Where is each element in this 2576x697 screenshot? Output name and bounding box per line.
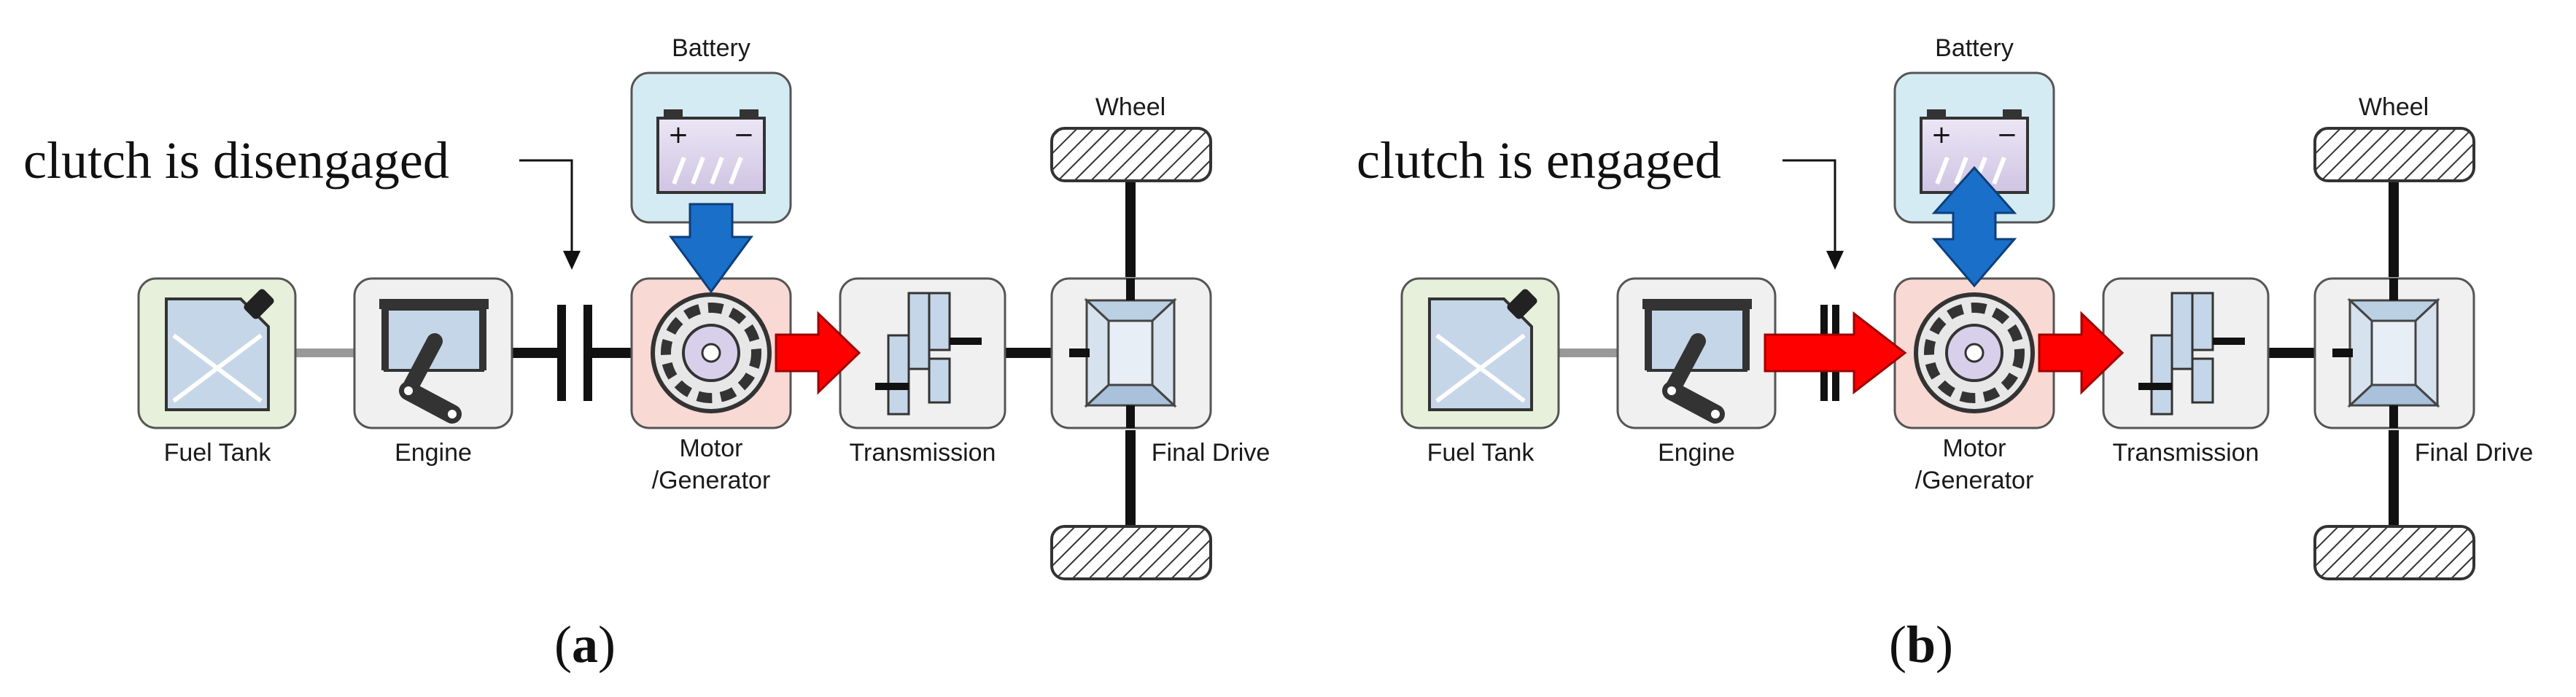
engine: Engine: [1616, 277, 1777, 467]
motor-label-line1: Motor: [680, 435, 743, 462]
transmission: Transmission: [2102, 277, 2270, 467]
clutch-callout-line: [519, 159, 573, 255]
clutch: [557, 305, 592, 401]
clutch-callout-arrowhead: [563, 251, 581, 270]
clutch-label: clutch is disengaged: [23, 131, 449, 190]
power-flow-arrow-motor-to-transmission: [775, 311, 861, 395]
svg-text:+: +: [1931, 120, 1952, 149]
panel-a-caption-letter: a: [572, 615, 598, 674]
battery-label: Battery: [1935, 34, 2014, 62]
final-drive: Final Drive: [2313, 277, 2533, 467]
engine-label: Engine: [395, 439, 472, 467]
wheel-lower: [1050, 525, 1212, 580]
wheel-upper: Wheel: [2313, 93, 2475, 182]
transmission-label: Transmission: [850, 439, 996, 467]
wheel-label: Wheel: [1095, 93, 1165, 121]
fuel-tank: Fuel Tank: [1400, 277, 1560, 467]
engine-label: Engine: [1658, 439, 1735, 467]
motor-label-line2: /Generator: [652, 467, 771, 494]
fuel-tank-label: Fuel Tank: [164, 439, 272, 467]
power-flow-arrow-engine-to-motor: [1764, 311, 1907, 395]
svg-text:−: −: [734, 120, 755, 149]
final-drive: Final Drive: [1050, 277, 1270, 467]
motor-generator: Motor /Generator: [630, 277, 792, 494]
fuel-tank-label: Fuel Tank: [1427, 439, 1535, 467]
panel-a: Fuel Tank Engine Battery + −: [23, 34, 1270, 674]
panel-b-caption-letter: b: [1906, 615, 1936, 674]
electric-flow-arrow-down: [669, 203, 753, 294]
wheel-label: Wheel: [2359, 93, 2429, 121]
panel-b: Fuel Tank Engine Battery + −: [1357, 34, 2533, 674]
panel-a-caption: (a): [554, 615, 616, 674]
panel-b-caption: (b): [1889, 615, 1953, 674]
transmission-label: Transmission: [2113, 439, 2259, 467]
electric-flow-arrow-bidirectional: [1931, 166, 2017, 288]
engine: Engine: [353, 277, 513, 467]
battery-label: Battery: [672, 34, 750, 62]
final-drive-label: Final Drive: [1152, 439, 1270, 467]
clutch-callout-arrowhead: [1826, 251, 1844, 270]
wheel-lower: [2313, 525, 2475, 580]
svg-text:−: −: [1997, 120, 2018, 149]
transmission: Transmission: [839, 277, 1006, 467]
clutch-callout-line: [1782, 159, 1836, 255]
motor-generator: Motor /Generator: [1893, 277, 2055, 494]
fuel-tank: Fuel Tank: [137, 277, 297, 467]
svg-text:+: +: [668, 120, 689, 149]
wheel-upper: Wheel: [1050, 93, 1212, 182]
motor-label-line2: /Generator: [1915, 467, 2034, 494]
final-drive-label: Final Drive: [2415, 439, 2533, 467]
motor-label-line1: Motor: [1943, 435, 2006, 462]
battery: Battery + −: [630, 34, 792, 224]
clutch-label: clutch is engaged: [1357, 131, 1721, 190]
power-flow-arrow-motor-to-transmission: [2038, 311, 2125, 395]
